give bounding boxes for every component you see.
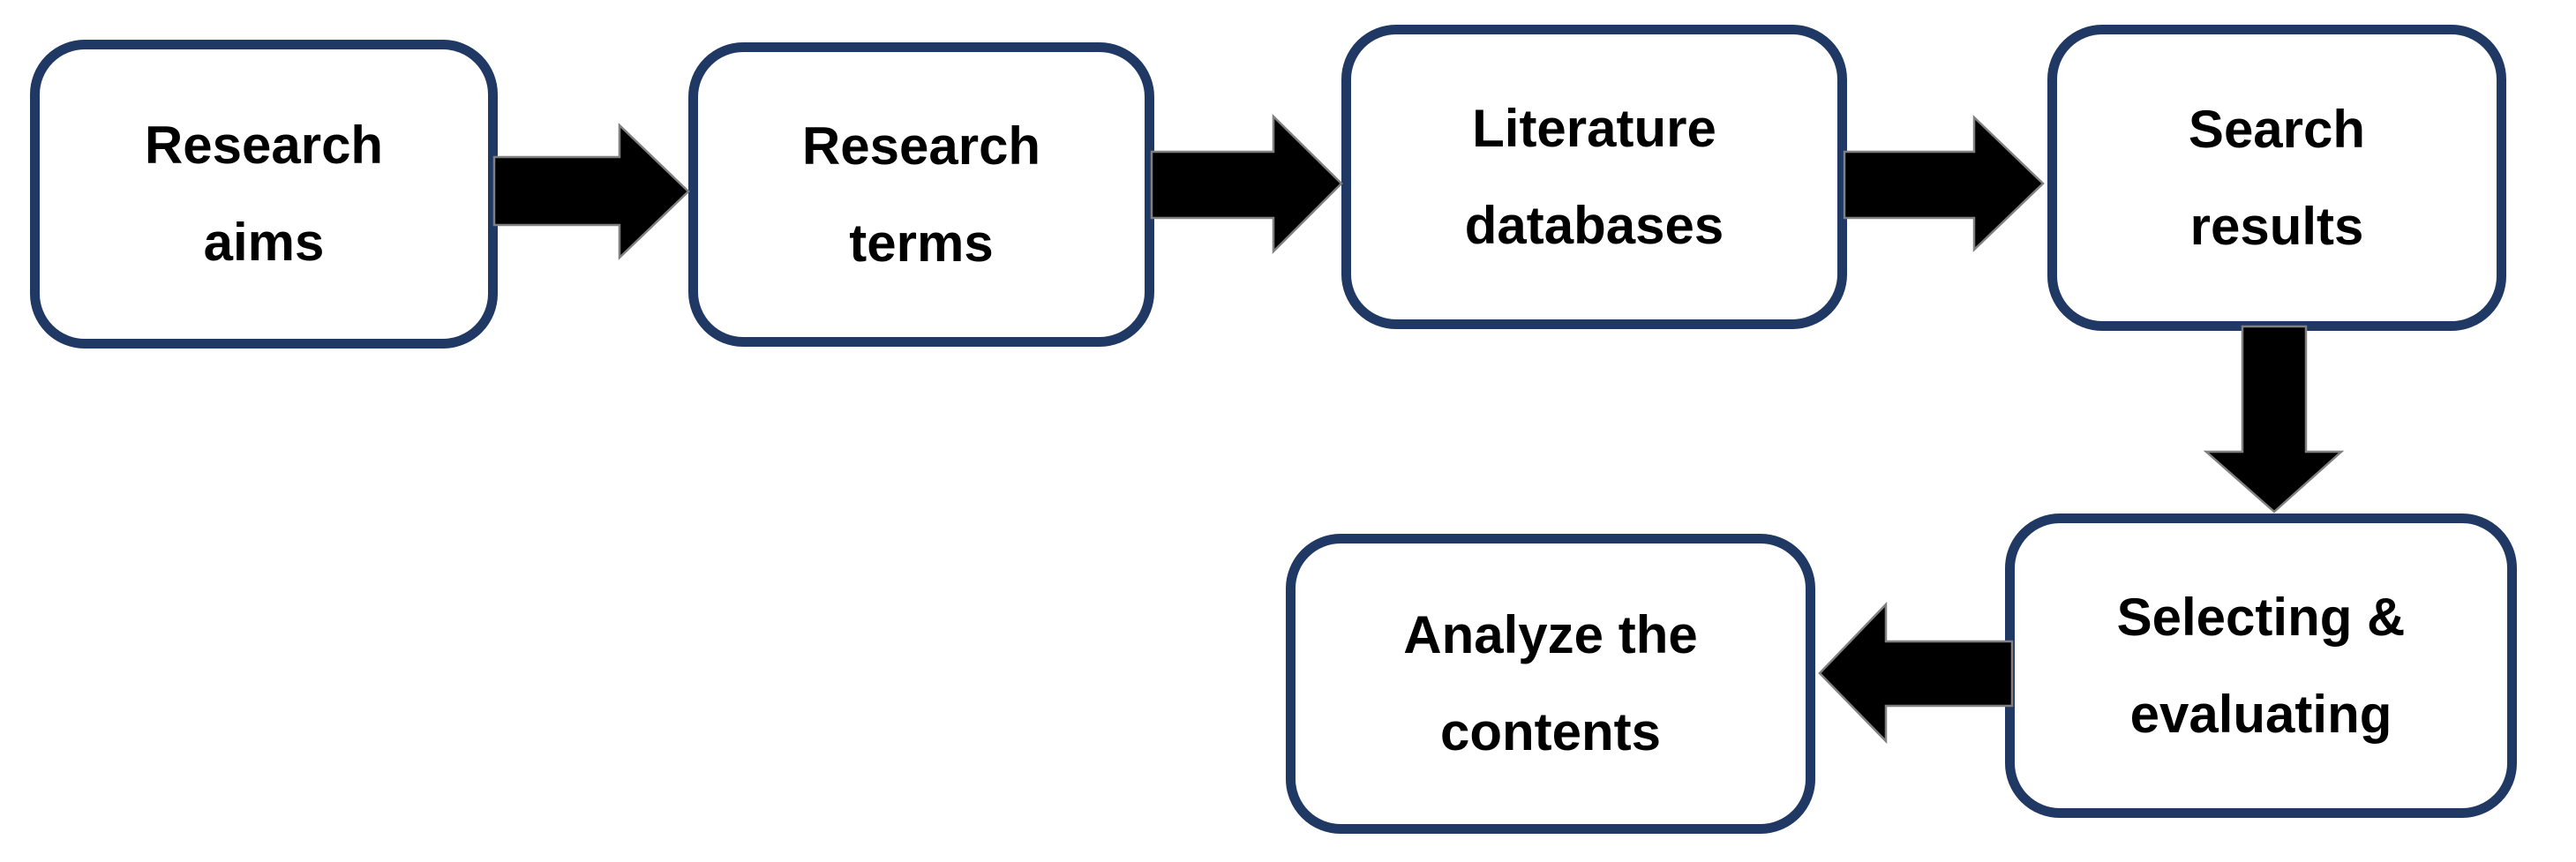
arrow-down-icon (2203, 325, 2345, 513)
node-label-line: Selecting & (2116, 587, 2406, 647)
node-label-line: Analyze the (1403, 605, 1698, 664)
node-selecting-evaluating: Selecting & evaluating (2005, 513, 2517, 818)
arrow-right-icon (492, 123, 690, 260)
node-label-line: aims (203, 213, 325, 272)
node-label-line: contents (1439, 702, 1662, 761)
node-label-line: Research (801, 116, 1041, 176)
node-label-line: Literature (1472, 98, 1716, 158)
arrow-right-icon (1150, 114, 1343, 255)
node-label-line: results (2189, 196, 2364, 256)
node-research-terms: Research terms (688, 42, 1154, 347)
node-literature-databases: Literature databases (1341, 25, 1847, 329)
node-analyze-contents: Analyze the contents (1286, 534, 1815, 834)
node-research-aims: Research aims (30, 40, 498, 349)
arrow-left-icon (1818, 601, 2014, 745)
node-label-line: databases (1464, 195, 1724, 255)
node-label-line: evaluating (2129, 684, 2392, 744)
node-label-line: Search (2188, 99, 2366, 159)
node-search-results: Search results (2047, 25, 2506, 331)
node-label-line: terms (849, 213, 994, 273)
arrow-right-icon (1843, 115, 2045, 252)
node-label-line: Research (144, 116, 384, 175)
